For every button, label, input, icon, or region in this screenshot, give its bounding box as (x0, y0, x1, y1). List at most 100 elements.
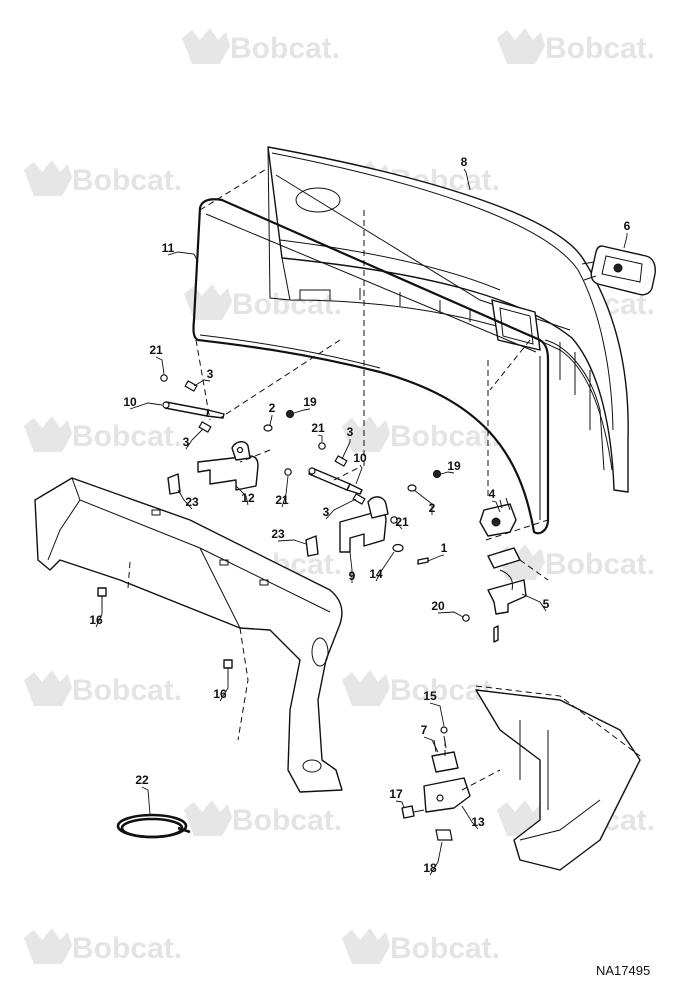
callout-3: 3 (193, 367, 214, 387)
leader-line (185, 428, 204, 450)
door-latch (479, 497, 517, 537)
rear-frame (34, 477, 343, 793)
bobcat-watermark: Bobcat. (24, 160, 182, 197)
leader-line (317, 434, 323, 442)
callout-16: 16 (213, 680, 229, 702)
watermark-text: Bobcat. (545, 548, 655, 581)
bobcat-logo-icon (342, 928, 390, 964)
callout-10: 10 (123, 395, 163, 410)
callout-number: 2 (269, 401, 276, 415)
leader-line (341, 439, 351, 460)
callout-23: 23 (177, 489, 199, 510)
callout-number: 16 (213, 687, 227, 701)
bobcat-logo-icon (24, 928, 72, 964)
callout-number: 1 (441, 541, 448, 555)
bobcat-watermark: Bobcat. (24, 670, 182, 707)
callout-number: 5 (543, 597, 550, 611)
mount-bracket-assembly (401, 726, 471, 841)
watermark-text: Bobcat. (390, 932, 500, 965)
bobcat-watermark: Bobcat. (24, 416, 182, 453)
leader-line (269, 415, 273, 426)
callout-11: 11 (162, 241, 199, 263)
watermark-text: Bobcat. (72, 674, 182, 707)
leader-line (293, 408, 311, 414)
strut-bracket-right (339, 496, 389, 553)
leader-line (129, 402, 163, 410)
callout-number: 10 (353, 451, 367, 465)
leader-line (623, 233, 628, 249)
bobcat-logo-icon (342, 416, 390, 452)
watermark-text: Bobcat. (72, 164, 182, 197)
watermark-text: Bobcat. (72, 932, 182, 965)
watermark-text: Bobcat. (232, 288, 342, 321)
callout-number: 16 (89, 613, 103, 627)
leader-line (349, 551, 353, 583)
leader-line (277, 539, 307, 545)
leader-line (395, 800, 405, 809)
callout-3: 3 (323, 498, 357, 520)
callout-number: 4 (489, 487, 496, 501)
dome-light (581, 245, 656, 296)
callout-15: 15 (423, 689, 445, 727)
callout-number: 3 (323, 505, 330, 519)
leader-line (463, 168, 471, 191)
callout-5: 5 (521, 593, 550, 612)
callout-3: 3 (341, 425, 354, 460)
callout-16: 16 (89, 610, 103, 628)
callout-layer: 1223333456789101011121314151616171819192… (89, 155, 631, 876)
gas-strut-upper (162, 401, 225, 419)
callout-1: 1 (427, 541, 448, 562)
callout-number: 14 (369, 567, 383, 581)
callout-2: 2 (269, 401, 276, 426)
callout-14: 14 (369, 551, 395, 582)
callout-number: 13 (471, 815, 485, 829)
leader-line (461, 805, 479, 830)
door-seal (192, 198, 550, 535)
leader-line (281, 475, 289, 508)
leader-line (429, 702, 445, 727)
bobcat-logo-icon (24, 160, 72, 196)
leader-line (375, 551, 395, 582)
callout-8: 8 (461, 155, 471, 191)
watermark-text: Bobcat. (72, 420, 182, 453)
leader-line (427, 554, 445, 562)
callout-number: 21 (149, 343, 163, 357)
leader-line (437, 611, 464, 618)
bobcat-logo-icon (184, 284, 232, 320)
callout-2: 2 (413, 489, 436, 515)
callout-number: 8 (461, 155, 468, 169)
callout-19: 19 (440, 459, 461, 475)
bobcat-watermark: Bobcat. (497, 28, 655, 65)
bobcat-watermark: Bobcat. (497, 544, 655, 581)
callout-6: 6 (623, 219, 631, 249)
callout-number: 11 (162, 241, 175, 255)
callout-number: 23 (271, 527, 285, 541)
leader-line (141, 786, 151, 815)
callout-number: 21 (275, 493, 289, 507)
callout-20: 20 (431, 599, 464, 618)
leader-line (429, 841, 443, 876)
callout-number: 22 (135, 773, 149, 787)
bobcat-logo-icon (497, 28, 545, 64)
gas-strut-lower (308, 467, 363, 495)
bobcat-logo-icon (184, 800, 232, 836)
bobcat-watermark: Bobcat. (342, 928, 500, 965)
leader-line (355, 464, 363, 485)
bobcat-logo-icon (24, 416, 72, 452)
bobcat-watermark: Bobcat. (342, 416, 500, 453)
callout-number: 17 (389, 787, 403, 801)
callout-21: 21 (311, 421, 325, 442)
bobcat-watermark: Bobcat. (182, 28, 340, 65)
wire-harness-coil (116, 813, 191, 839)
bobcat-logo-icon (24, 670, 72, 706)
bobcat-logo-icon (182, 28, 230, 64)
leader-line (235, 485, 249, 506)
callout-number: 3 (183, 435, 190, 449)
callout-4: 4 (489, 487, 501, 513)
callout-number: 21 (311, 421, 325, 435)
leader-line (193, 379, 211, 387)
callout-number: 3 (207, 367, 214, 381)
leader-line (167, 251, 199, 263)
hardware (160, 374, 470, 622)
